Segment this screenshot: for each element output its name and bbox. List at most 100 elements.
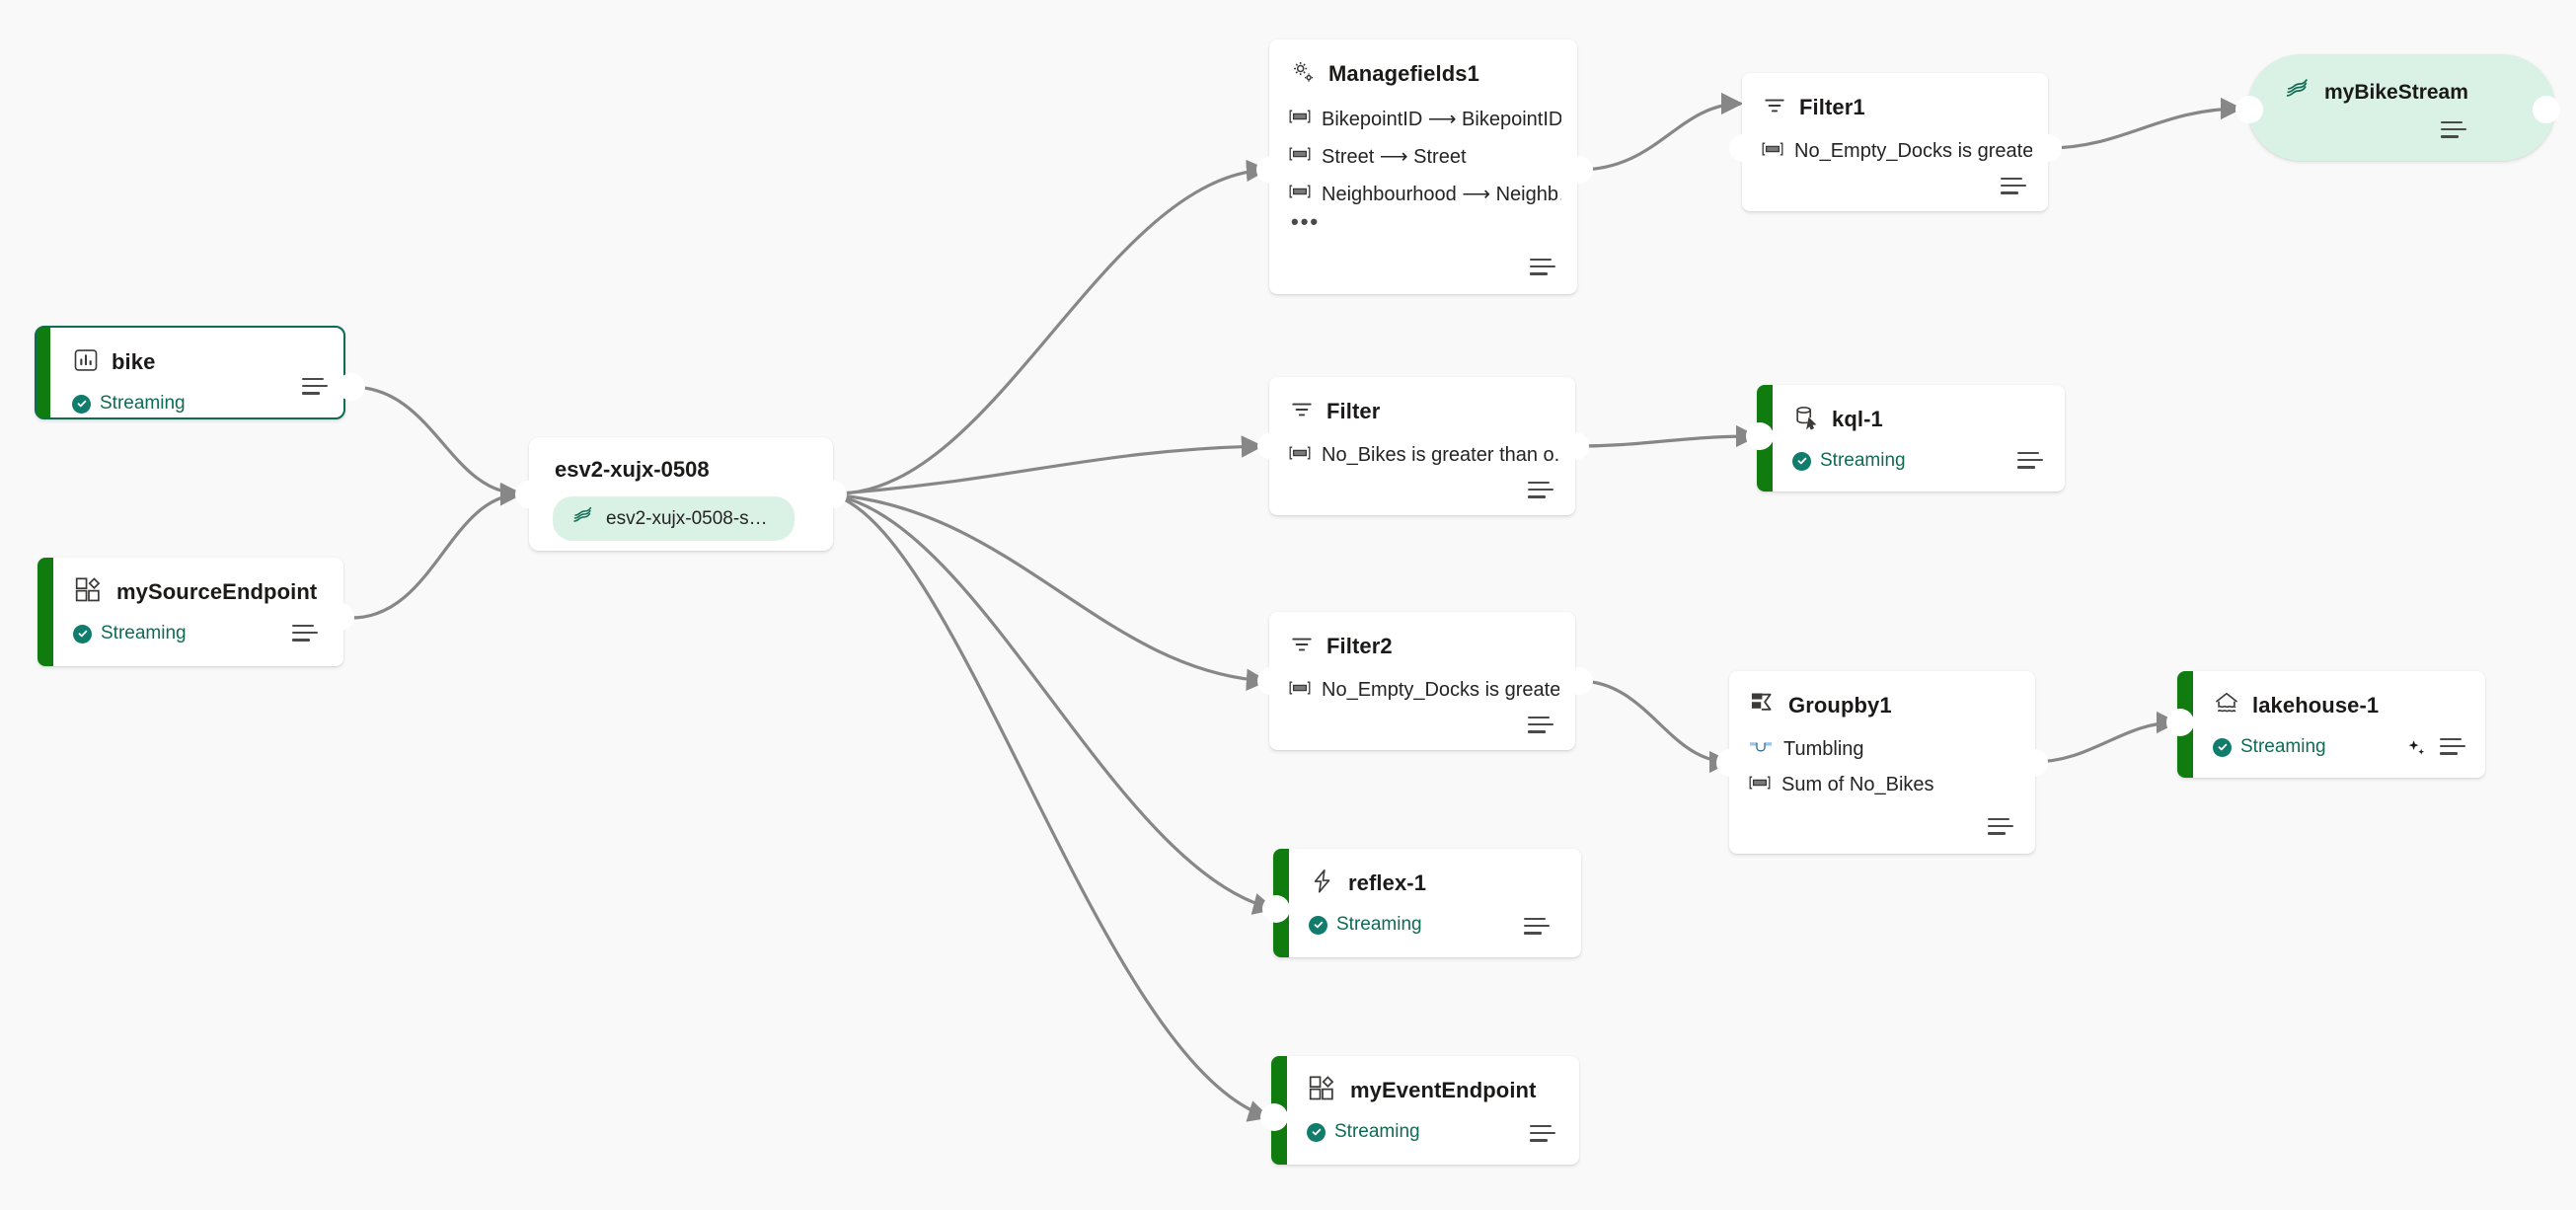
node-groupby1[interactable]: Groupby1 Tumbling [1729, 671, 2035, 854]
node-bike[interactable]: bike Streaming [35, 326, 345, 419]
port-my-source-endpoint-out[interactable] [327, 603, 354, 631]
status-label: Streaming [101, 623, 187, 643]
field-icon [1289, 109, 1311, 129]
field-icon [1289, 445, 1311, 466]
port-filter1-out[interactable] [2034, 134, 2062, 162]
eventstream-name-pill[interactable]: esv2-xujx-0508-str... [553, 496, 795, 541]
field-icon [1289, 680, 1311, 701]
node-menu-button[interactable] [292, 625, 318, 644]
port-bike-out[interactable] [338, 373, 365, 401]
port-managefields1-in[interactable] [1256, 156, 1284, 184]
managefields-value: BikepointID ⟶ BikepointID [1322, 109, 1561, 130]
eventstream-icon [2283, 76, 2311, 109]
sparkle-ai-icon[interactable] [2406, 738, 2428, 760]
node-title: Filter1 [1799, 95, 1865, 119]
node-title: kql-1 [1832, 407, 1883, 431]
status-label: Streaming [100, 393, 186, 414]
filter-icon [1762, 93, 1787, 123]
node-title: myBikeStream [2324, 80, 2468, 104]
port-filter2-in[interactable] [1257, 667, 1285, 695]
node-menu-button[interactable] [1530, 1125, 1555, 1145]
port-filter2-out[interactable] [1565, 667, 1593, 695]
port-filter-in[interactable] [1257, 432, 1285, 460]
node-my-bike-stream[interactable]: myBikeStream [2247, 54, 2555, 161]
filter-condition: No_Empty_Docks is greate... [1794, 140, 2032, 162]
node-title: mySourceEndpoint [116, 579, 318, 604]
filter-condition: No_Empty_Docks is greate... [1322, 679, 1559, 701]
eventstream-icon [570, 504, 594, 533]
bar-chart-icon [72, 346, 100, 379]
field-icon [1762, 141, 1783, 162]
node-accent-bar [38, 558, 53, 666]
groupby-aggregate: Sum of No_Bikes [1781, 774, 1934, 795]
node-title: Filter [1326, 399, 1381, 423]
eventstream-title: esv2-xujx-0508 [555, 457, 710, 482]
port-managefields1-out[interactable] [1565, 156, 1593, 184]
node-title: myEventEndpoint [1350, 1078, 1537, 1102]
node-reflex-1[interactable]: reflex-1 Streaming [1273, 849, 1581, 957]
port-my-bike-stream-out[interactable] [2533, 96, 2560, 123]
port-reflex-1-in[interactable] [1262, 895, 1290, 923]
node-title: Managefields1 [1328, 61, 1479, 86]
node-menu-button[interactable] [302, 378, 328, 398]
field-icon [1289, 146, 1311, 167]
field-icon [1289, 184, 1311, 204]
node-menu-button[interactable] [1528, 717, 1553, 736]
port-filter-out[interactable] [1561, 432, 1589, 460]
managefields-value: Street ⟶ Street [1322, 146, 1467, 168]
node-title: Groupby1 [1788, 693, 1892, 718]
field-icon [1749, 775, 1771, 795]
status-label: Streaming [2240, 736, 2326, 757]
filter-condition: No_Bikes is greater than o... [1322, 444, 1559, 466]
managefields-row: BikepointID ⟶ BikepointID [1289, 107, 1561, 131]
node-my-source-endpoint[interactable]: mySourceEndpoint Streaming [38, 558, 343, 666]
reflex-bolt-icon [1309, 868, 1336, 900]
status-check-icon [73, 624, 92, 643]
node-menu-button[interactable] [1988, 818, 2013, 838]
port-my-event-endpoint-in[interactable] [1260, 1103, 1288, 1131]
node-title: reflex-1 [1348, 870, 1427, 895]
node-title: Filter2 [1326, 634, 1393, 658]
node-menu-button[interactable] [1528, 482, 1553, 501]
status-label: Streaming [1334, 1121, 1420, 1142]
managefields-row: Neighbourhood ⟶ Neighb… [1289, 182, 1561, 206]
node-filter1[interactable]: Filter1 No_Empty_Docks is greate... [1742, 73, 2048, 211]
node-kql-1[interactable]: kql-1 Streaming [1757, 385, 2065, 492]
node-lakehouse-1[interactable]: lakehouse-1 Streaming [2177, 671, 2485, 778]
managefields-overflow[interactable]: ••• [1291, 209, 1321, 234]
node-menu-button[interactable] [1530, 259, 1555, 278]
port-lakehouse-1-in[interactable] [2166, 709, 2194, 736]
status-label: Streaming [1820, 450, 1906, 471]
custom-endpoint-icon [73, 574, 105, 611]
node-title: lakehouse-1 [2252, 693, 2380, 718]
node-menu-button[interactable] [2001, 178, 2026, 197]
groupby-aggregate-row: Sum of No_Bikes [1749, 774, 2019, 796]
port-filter1-in[interactable] [1729, 134, 1757, 162]
node-my-event-endpoint[interactable]: myEventEndpoint Streaming [1271, 1056, 1579, 1165]
status-check-icon [1309, 915, 1327, 935]
status-check-icon [72, 394, 91, 414]
port-my-bike-stream-in[interactable] [2235, 96, 2263, 123]
node-filter2[interactable]: Filter2 No_Empty_Docks is greate... [1269, 612, 1575, 750]
node-filter[interactable]: Filter No_Bikes is greater than o... [1269, 377, 1575, 515]
port-groupby1-in[interactable] [1716, 749, 1744, 777]
port-eventstream-in[interactable] [515, 481, 543, 508]
node-eventstream[interactable]: esv2-xujx-0508 esv2-xujx-0508-str... [529, 437, 833, 551]
node-menu-button[interactable] [2441, 121, 2466, 141]
status-check-icon [2213, 737, 2232, 757]
status-check-icon [1307, 1122, 1326, 1142]
node-accent-bar [37, 328, 50, 417]
node-menu-button[interactable] [2017, 452, 2043, 472]
node-menu-button[interactable] [2440, 738, 2465, 758]
filter-condition-row: No_Empty_Docks is greate... [1289, 679, 1559, 702]
filter-condition-row: No_Bikes is greater than o... [1289, 444, 1559, 467]
port-kql-1-in[interactable] [1746, 422, 1774, 450]
node-menu-button[interactable] [1524, 918, 1550, 938]
node-title: bike [112, 349, 156, 374]
port-eventstream-out[interactable] [819, 481, 847, 508]
managefields-row: Street ⟶ Street [1289, 144, 1561, 169]
port-groupby1-out[interactable] [2020, 749, 2048, 777]
node-managefields1[interactable]: Managefields1 BikepointID ⟶ BikepointID [1269, 39, 1577, 294]
managefields-value: Neighbourhood ⟶ Neighb… [1322, 184, 1561, 205]
